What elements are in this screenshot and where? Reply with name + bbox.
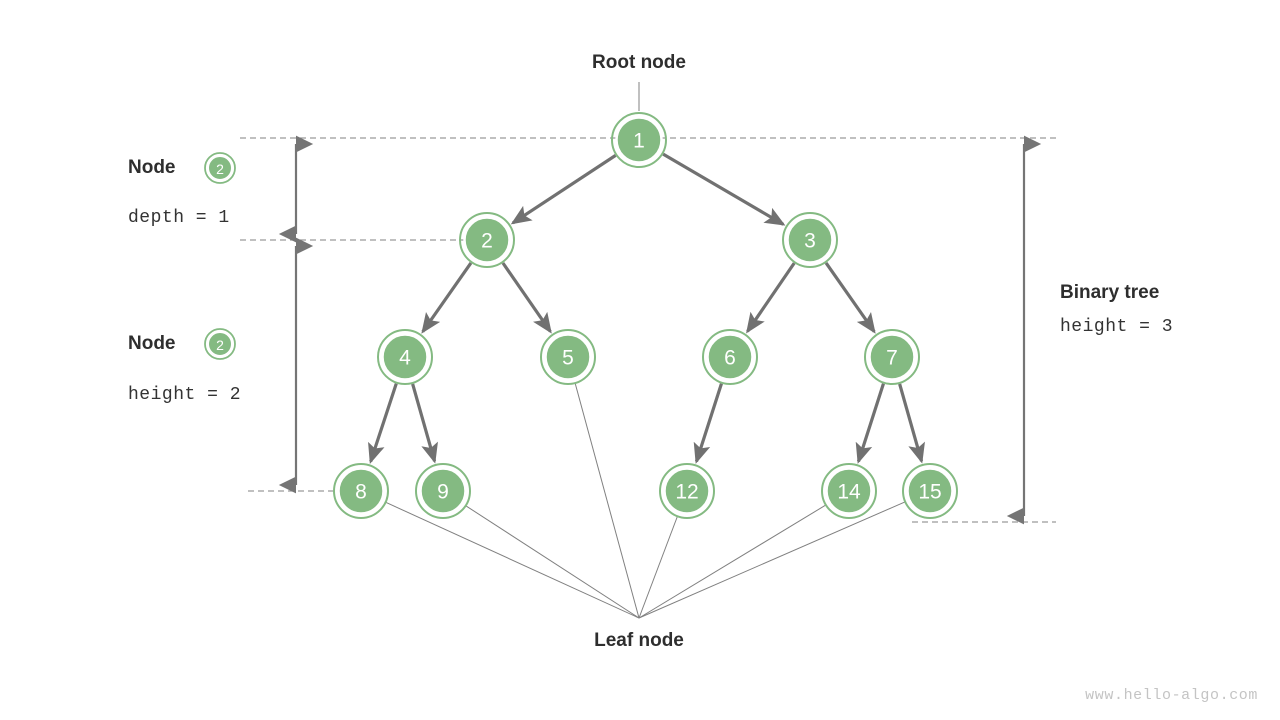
- tree-edge: [501, 262, 552, 334]
- badge-value-label: 2: [216, 161, 224, 177]
- tree-edge: [855, 383, 885, 464]
- node-circle: [544, 333, 592, 381]
- node-circle: [337, 467, 385, 515]
- tree-node-4[interactable]: 4: [377, 329, 433, 385]
- node-value-label: 8: [355, 481, 367, 504]
- node-circle: [463, 216, 511, 264]
- node-ring: [377, 329, 433, 385]
- leaf-leader-line: [385, 501, 640, 619]
- node-ring: [864, 329, 920, 385]
- node-ring: [540, 329, 596, 385]
- tree-edge: [746, 262, 796, 334]
- right-annotation-heading: Binary tree: [1060, 282, 1160, 303]
- tree-node-3[interactable]: 3: [782, 212, 838, 268]
- node-ring: [902, 463, 958, 519]
- tree-edge: [421, 262, 473, 334]
- tree-edge: [368, 383, 398, 464]
- annotation-badges: 22: [204, 152, 236, 360]
- node-value-label: 6: [724, 347, 736, 370]
- node-ring: [702, 329, 758, 385]
- watermark: www.hello-algo.com: [1085, 687, 1258, 704]
- left-bottom-annotation-heading: Node: [128, 333, 176, 354]
- leaf-leader-line: [638, 516, 678, 619]
- root-node-caption: Root node: [592, 52, 686, 73]
- left-top-annotation-detail: depth = 1: [128, 208, 230, 228]
- node-ring: [659, 463, 715, 519]
- tree-edge: [411, 383, 438, 464]
- node-value-label: 7: [886, 347, 898, 370]
- tree-node-7[interactable]: 7: [864, 329, 920, 385]
- badge-circle: [207, 155, 233, 181]
- node-ring: [333, 463, 389, 519]
- tree-edges: [368, 152, 925, 464]
- node-value-label: 9: [437, 481, 449, 504]
- leaf-node-caption: Leaf node: [594, 630, 684, 651]
- node-value-label: 14: [837, 481, 861, 504]
- node-ring: [415, 463, 471, 519]
- tree-edge: [693, 383, 723, 464]
- node-circle: [419, 467, 467, 515]
- node-circle: [706, 333, 754, 381]
- leaf-leader-line: [465, 505, 640, 619]
- dimension-arrows: [278, 135, 1042, 525]
- leaf-leader-lines: [385, 82, 906, 619]
- node-value-label: 2: [481, 230, 493, 253]
- node-circle: [868, 333, 916, 381]
- tree-edge: [824, 262, 876, 334]
- annotation-badge-left-bottom: 2: [204, 328, 236, 360]
- node-circle: [615, 116, 663, 164]
- badge-ring: [204, 328, 236, 360]
- tree-node-14[interactable]: 14: [821, 463, 877, 519]
- tree-node-5[interactable]: 5: [540, 329, 596, 385]
- tree-node-9[interactable]: 9: [415, 463, 471, 519]
- node-value-label: 12: [675, 481, 698, 504]
- left-bottom-annotation-detail: height = 2: [128, 385, 242, 405]
- tree-edge: [662, 152, 786, 226]
- node-value-label: 15: [918, 481, 941, 504]
- annotation-badge-left-top: 2: [204, 152, 236, 184]
- node-circle: [825, 467, 873, 515]
- node-value-label: 3: [804, 230, 816, 253]
- node-circle: [663, 467, 711, 515]
- node-ring: [459, 212, 515, 268]
- node-value-label: 4: [399, 347, 411, 370]
- tree-node-15[interactable]: 15: [902, 463, 958, 519]
- node-value-label: 1: [633, 130, 645, 153]
- badge-value-label: 2: [216, 337, 224, 353]
- leaf-leader-line: [638, 504, 827, 619]
- node-value-label: 5: [562, 347, 574, 370]
- tree-node-2[interactable]: 2: [459, 212, 515, 268]
- node-circle: [381, 333, 429, 381]
- node-circle: [906, 467, 954, 515]
- node-ring: [821, 463, 877, 519]
- node-circle: [786, 216, 834, 264]
- right-annotation-detail: height = 3: [1060, 317, 1174, 337]
- badge-circle: [207, 331, 233, 357]
- node-ring: [611, 112, 667, 168]
- badge-ring: [204, 152, 236, 184]
- tree-edge: [898, 383, 925, 464]
- leaf-leader-line: [638, 501, 906, 619]
- tree-node-12[interactable]: 12: [659, 463, 715, 519]
- tree-node-8[interactable]: 8: [333, 463, 389, 519]
- node-ring: [782, 212, 838, 268]
- leaf-leader-line: [574, 382, 640, 619]
- tree-node-6[interactable]: 6: [702, 329, 758, 385]
- tree-edge: [510, 154, 617, 225]
- tree-node-1[interactable]: 1: [611, 112, 667, 168]
- left-top-annotation-heading: Node: [128, 157, 176, 178]
